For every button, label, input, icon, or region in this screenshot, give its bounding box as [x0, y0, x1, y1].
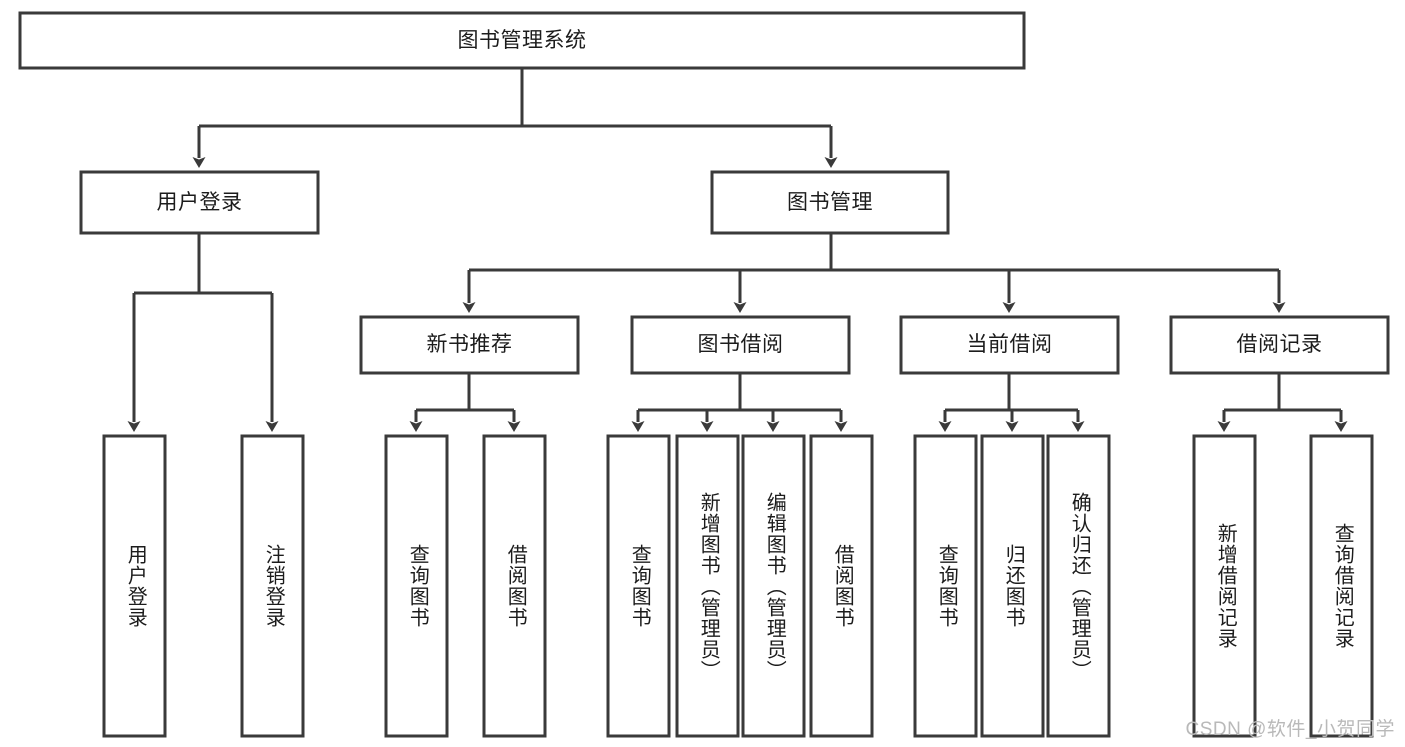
leaf-box-12[interactable] — [1309, 434, 1374, 738]
node-box-borrow-records[interactable] — [1169, 315, 1390, 375]
node-box-root[interactable] — [18, 11, 1026, 70]
node-box-book-borrow[interactable] — [630, 315, 851, 375]
leaf-box-3[interactable] — [482, 434, 547, 738]
connector-group-root — [192, 68, 838, 168]
leaf-box-5[interactable] — [675, 434, 740, 738]
connector-group-records — [1217, 373, 1348, 432]
connector-group-borrow — [631, 373, 848, 432]
leaf-box-10[interactable] — [1046, 434, 1111, 738]
node-box-book-management[interactable] — [710, 170, 950, 235]
node-box-user-login[interactable] — [79, 170, 320, 235]
leaf-box-7[interactable] — [809, 434, 874, 738]
node-box-current-borrow[interactable] — [899, 315, 1120, 375]
node-box-new-book-recommend[interactable] — [359, 315, 580, 375]
connector-group-current — [938, 373, 1085, 432]
leaf-box-0[interactable] — [102, 434, 167, 738]
leaf-box-4[interactable] — [606, 434, 671, 738]
leaf-box-6[interactable] — [741, 434, 806, 738]
leaf-box-2[interactable] — [384, 434, 449, 738]
leaf-box-11[interactable] — [1192, 434, 1257, 738]
leaf-box-9[interactable] — [980, 434, 1045, 738]
leaf-box-1[interactable] — [240, 434, 305, 738]
connector-group-bookmgmt — [462, 233, 1286, 313]
connector-group-login — [127, 233, 279, 432]
leaf-box-8[interactable] — [913, 434, 978, 738]
connector-group-newbook — [409, 373, 521, 432]
